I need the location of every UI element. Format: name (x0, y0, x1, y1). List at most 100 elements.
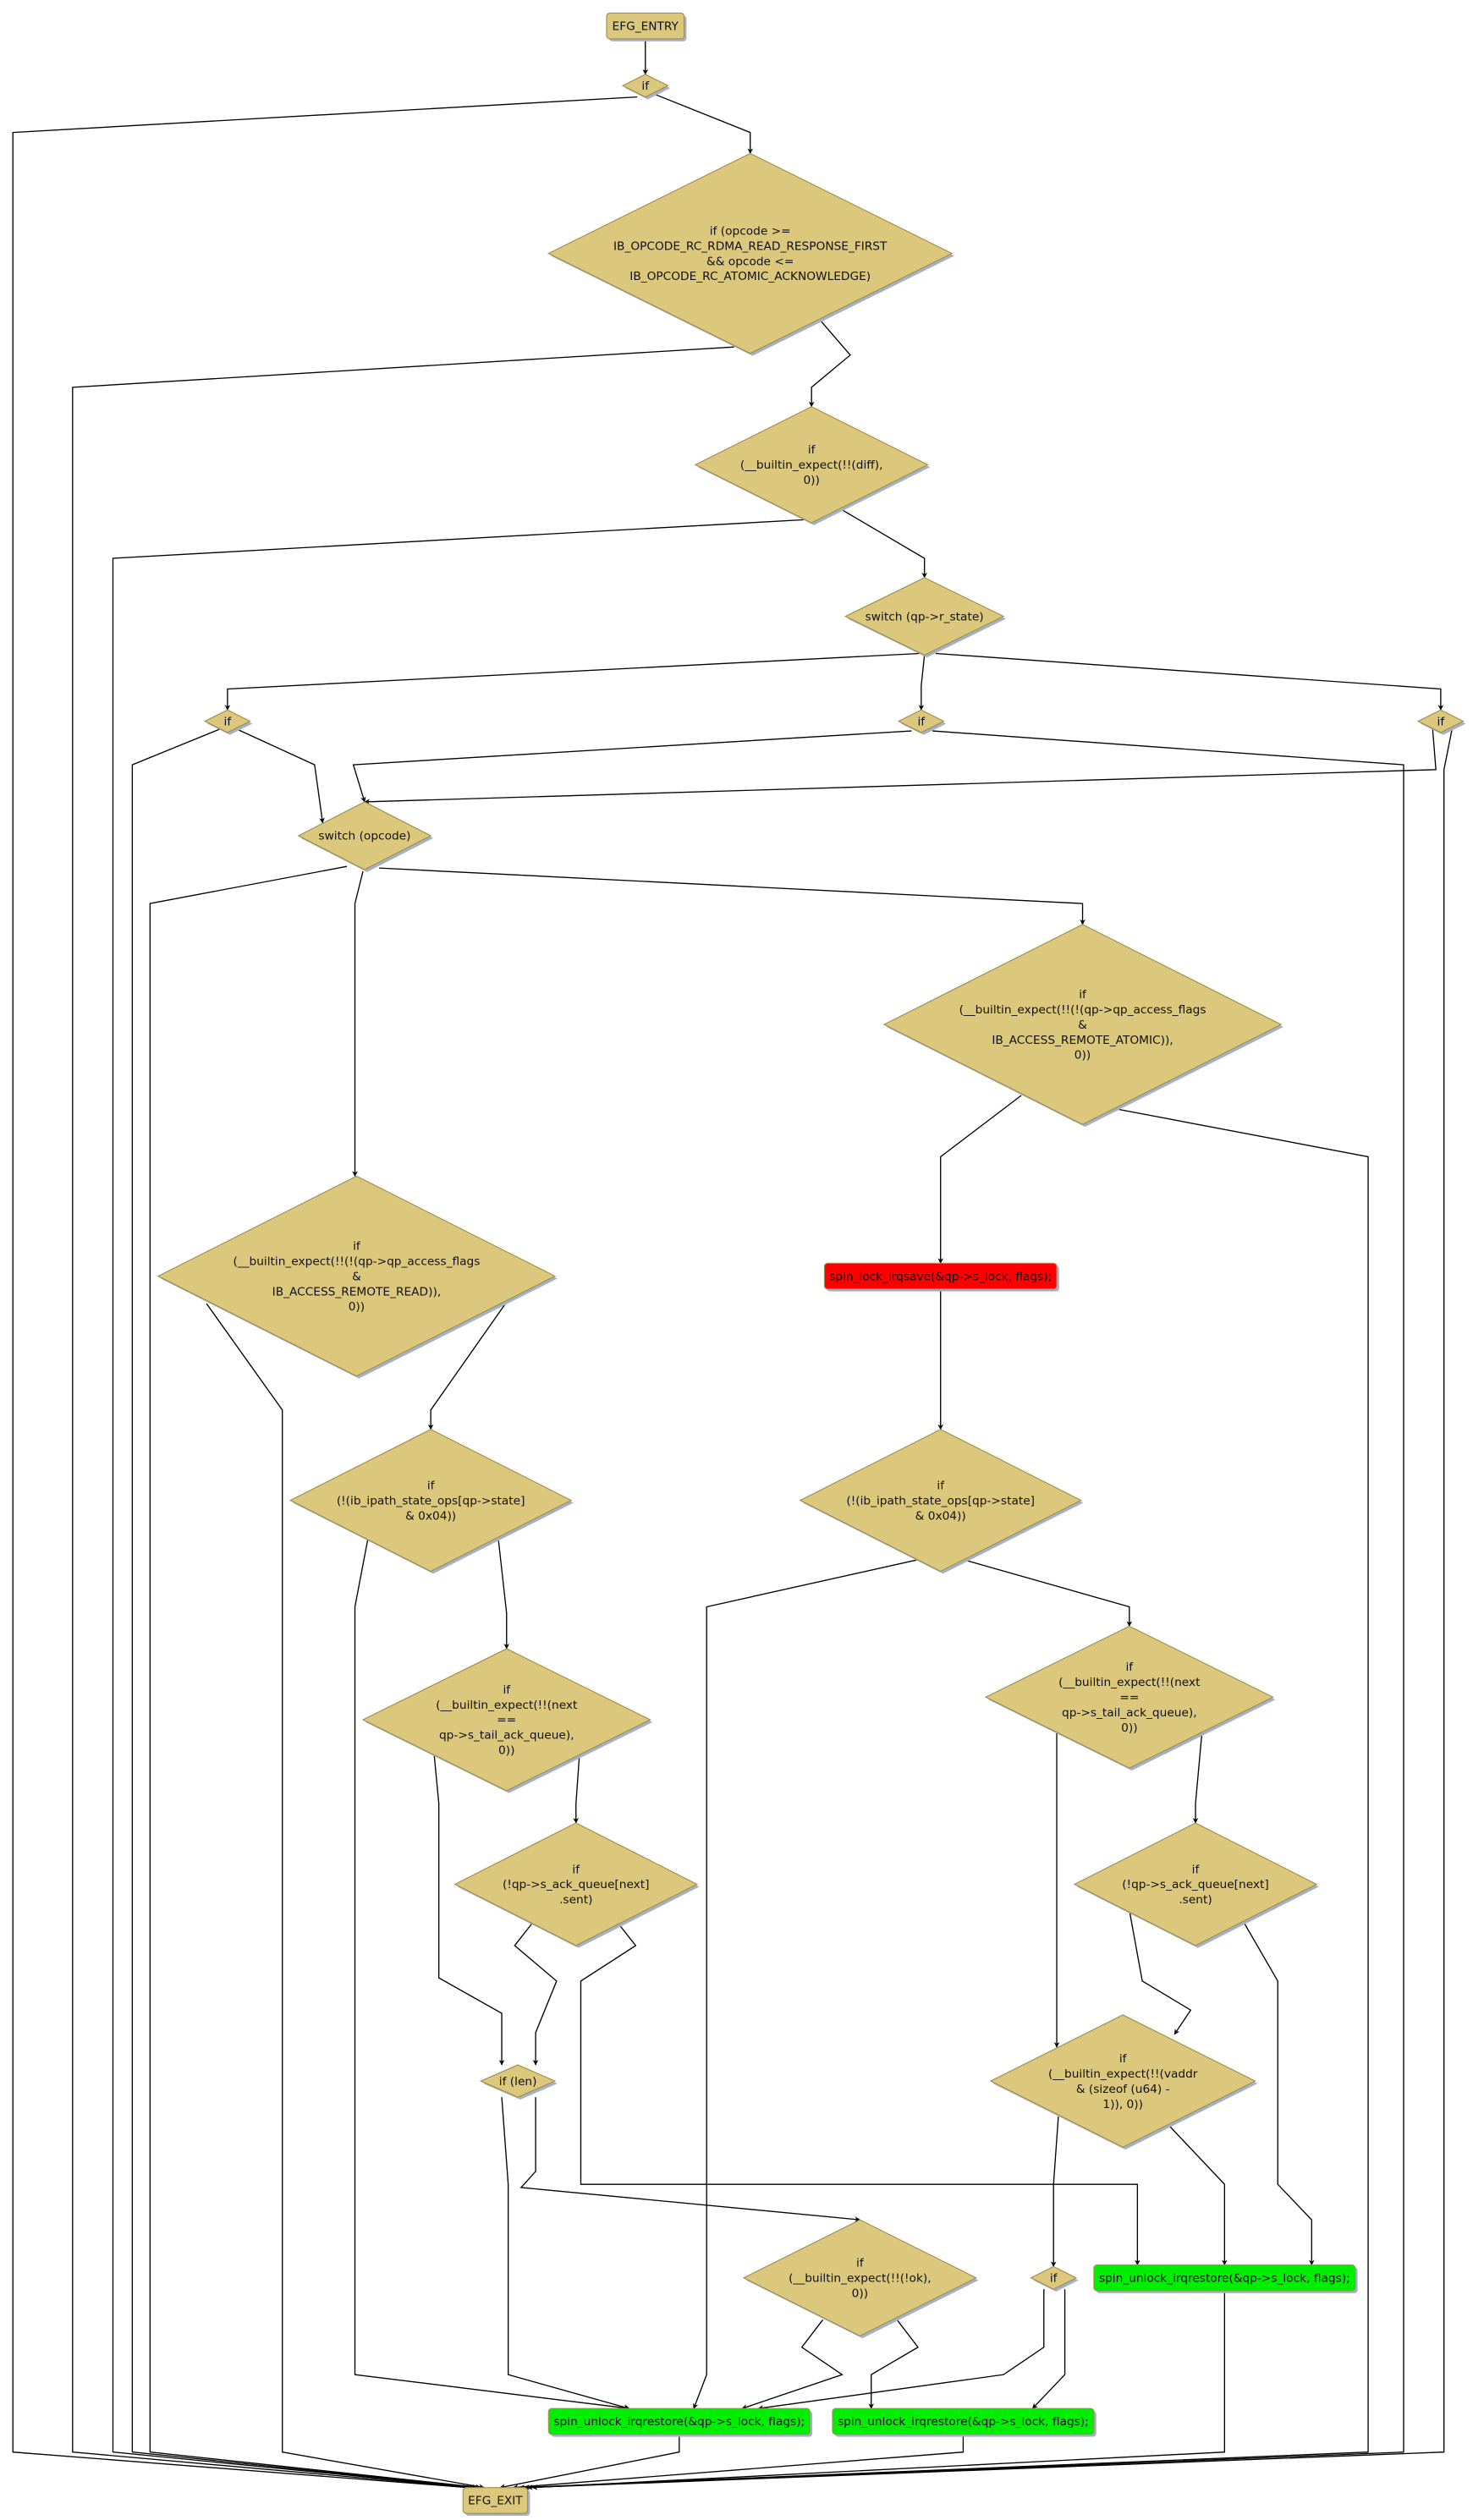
edge-opcode_range-to-exit (72, 346, 734, 2490)
node-if_a[interactable]: if (203, 709, 253, 735)
statement-box[interactable] (1093, 2264, 1356, 2292)
edge-state_left-to-unlock_2 (354, 1539, 630, 2411)
decision-diamond[interactable] (479, 2064, 557, 2098)
node-opcode_range[interactable]: if (opcode >=IB_OPCODE_RC_RDMA_READ_RESP… (547, 152, 954, 356)
node-label: (!qp->s_ack_queue[next] (1122, 1878, 1269, 1891)
decision-diamond[interactable] (1030, 2265, 1078, 2290)
node-label: if (len) (499, 2075, 537, 2089)
edge-atomic_check-to-exit (519, 1107, 1369, 2490)
decision-diamond[interactable] (989, 2014, 1256, 2148)
decision-diamond[interactable] (547, 152, 954, 354)
edge-state_right-to-unlock_2 (692, 1559, 917, 2409)
decision-diamond[interactable] (1073, 1822, 1318, 1946)
decision-diamond[interactable] (897, 709, 945, 733)
node-switch_opcode[interactable]: switch (opcode) (297, 801, 434, 872)
edge-opcode_range-to-diff_check (808, 319, 851, 408)
node-vaddr_check[interactable]: if(__builtin_expect(!!(vaddr& (sizeof (u… (989, 2014, 1258, 2150)
node-if_small[interactable]: if (1030, 2265, 1079, 2292)
edge-state_left-to-next_left (497, 1540, 510, 1650)
edge-diff_check-to-switch_rstate (842, 509, 927, 579)
node-ok_check[interactable]: if(__builtin_expect(!!(!ok),0)) (742, 2219, 979, 2339)
decision-diamond[interactable] (742, 2219, 977, 2337)
node-label: IB_ACCESS_REMOTE_ATOMIC)), (992, 1034, 1173, 1047)
node-label: if (503, 1683, 511, 1697)
statement-box[interactable] (832, 2407, 1095, 2435)
decision-diamond[interactable] (694, 406, 929, 524)
node-diff_check[interactable]: if(__builtin_expect(!!(diff),0)) (694, 406, 931, 525)
node-label: .sent) (1179, 1893, 1212, 1907)
statement-box[interactable] (606, 12, 685, 40)
node-label: .sent) (559, 1893, 592, 1907)
node-label: if (427, 1479, 436, 1492)
node-label: if (353, 1239, 361, 1253)
node-label: IB_ACCESS_REMOTE_READ)), (272, 1285, 442, 1298)
node-state_right[interactable]: if(!(ib_ipath_state_ops[qp->state]& 0x04… (799, 1429, 1084, 1574)
node-label: 0)) (852, 2287, 868, 2300)
decision-diamond[interactable] (844, 577, 1005, 656)
node-next_right[interactable]: if(__builtin_expect(!!(next==qp->s_tail_… (984, 1625, 1276, 1771)
edge-read_check-to-state_left (427, 1301, 508, 1430)
statement-box[interactable] (462, 2487, 529, 2514)
node-unlock_3[interactable]: spin_unlock_irqrestore(&qp->s_lock, flag… (832, 2407, 1097, 2437)
node-read_check[interactable]: if(__builtin_expect(!!(!(qp->qp_access_f… (157, 1175, 558, 1379)
node-spin_lock[interactable]: spin_lock_irqsave(&qp->s_lock, flags); (823, 1262, 1059, 1292)
statement-box[interactable] (823, 1262, 1058, 1290)
decision-diamond[interactable] (289, 1429, 573, 1573)
decision-diamond[interactable] (882, 924, 1283, 1125)
edge-switch_rstate-to-if_c (935, 652, 1444, 711)
node-label: 0)) (498, 1744, 514, 1758)
node-sent_right[interactable]: if(!qp->s_ack_queue[next].sent) (1073, 1822, 1319, 1948)
node-next_left[interactable]: if(__builtin_expect(!!(next==qp->s_tail_… (361, 1648, 653, 1793)
node-sent_left[interactable]: if(!qp->s_ack_queue[next].sent) (453, 1822, 700, 1948)
edge-switch_opcode-to-read_check (352, 870, 364, 1178)
node-atomic_check[interactable]: if(__builtin_expect(!!(!(qp->qp_access_f… (882, 924, 1283, 1128)
decision-diamond[interactable] (799, 1429, 1082, 1573)
decision-diamond[interactable] (203, 709, 251, 733)
node-if_c[interactable]: if (1416, 709, 1466, 735)
edge-if_c-to-exit (526, 728, 1453, 2490)
decision-diamond[interactable] (984, 1625, 1274, 1769)
edge-next_left-to-if_len (431, 1735, 505, 2066)
node-label: if (224, 715, 233, 728)
edge-if_len-to-unlock_2 (501, 2097, 630, 2410)
node-label: 0)) (803, 474, 819, 487)
node-label: switch (qp->r_state) (866, 610, 984, 623)
node-label: (!qp->s_ack_queue[next] (503, 1878, 650, 1891)
node-label: 1)), 0)) (1102, 2098, 1143, 2111)
node-label: (__builtin_expect(!!(next (1058, 1676, 1201, 1689)
node-label: spin_unlock_irqrestore(&qp->s_lock, flag… (553, 2415, 805, 2429)
decision-diamond[interactable] (1416, 709, 1465, 733)
node-label: 0)) (1121, 1721, 1137, 1735)
node-unlock_2[interactable]: spin_unlock_irqrestore(&qp->s_lock, flag… (547, 2407, 813, 2437)
node-label: spin_unlock_irqrestore(&qp->s_lock, flag… (1099, 2272, 1350, 2286)
decision-diamond[interactable] (361, 1648, 651, 1792)
edge-sent_right-to-unlock_1 (1241, 1919, 1315, 2266)
edge-state_right-to-next_right (965, 1559, 1133, 1628)
node-exit[interactable]: EFG_EXIT (462, 2487, 530, 2517)
node-label: if (1437, 715, 1446, 728)
decision-diamond[interactable] (453, 1822, 699, 1946)
edge-ok_check-to-unlock_3 (868, 2319, 920, 2409)
edge-if_len-to-ok_check (519, 2097, 861, 2222)
decision-diamond[interactable] (297, 801, 432, 870)
decision-diamond[interactable] (621, 74, 669, 98)
edge-next_right-to-sent_right (1192, 1732, 1203, 1824)
node-state_left[interactable]: if(!(ib_ipath_state_ops[qp->state]& 0x04… (289, 1429, 574, 1574)
edges-layer (12, 38, 1453, 2490)
node-switch_rstate[interactable]: switch (qp->r_state) (844, 577, 1006, 658)
edge-if1-to-exit (12, 96, 638, 2490)
node-unlock_1[interactable]: spin_unlock_irqrestore(&qp->s_lock, flag… (1093, 2264, 1358, 2293)
node-label: if (856, 2257, 865, 2270)
node-label: IB_OPCODE_RC_ATOMIC_ACKNOWLEDGE) (629, 270, 871, 283)
node-label: EFG_ENTRY (613, 19, 679, 33)
decision-diamond[interactable] (157, 1175, 557, 1377)
node-label: if (918, 715, 926, 728)
node-if1[interactable]: if (621, 74, 671, 100)
node-label: if (641, 80, 650, 93)
edge-if1-to-opcode_range (653, 93, 754, 155)
node-entry[interactable]: EFG_ENTRY (606, 12, 687, 41)
node-label: if (808, 443, 816, 457)
node-if_len[interactable]: if (len) (479, 2064, 558, 2100)
edge-if_small-to-unlock_3 (1031, 2289, 1066, 2409)
statement-box[interactable] (547, 2407, 811, 2435)
